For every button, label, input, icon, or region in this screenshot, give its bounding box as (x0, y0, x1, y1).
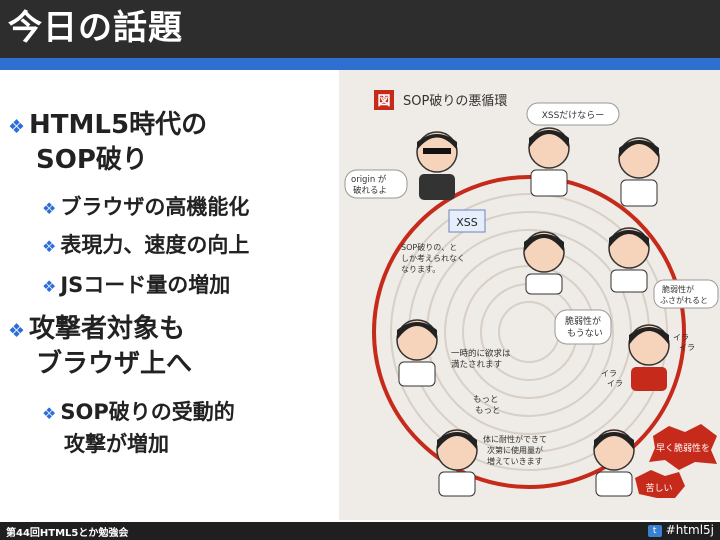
bullet-text: HTML5時代の (29, 110, 208, 140)
character-top-right (528, 127, 570, 197)
bullet-text: ブラウザの高機能化 (60, 195, 250, 219)
bullet-text-continued: SOP破り (36, 145, 148, 175)
irritation-b: イライラ (601, 369, 623, 388)
figure-badge-text: 図 (377, 94, 390, 109)
bullet-text: SOP破りの受動的 (60, 400, 235, 424)
irritation-a: イライラ (673, 333, 695, 352)
diamond-bullet-icon: ❖ (8, 116, 26, 138)
footer-event-name: 第44回HTML5とか勉強会 (6, 528, 129, 539)
bullet-text: JSコード量の増加 (60, 273, 231, 297)
diamond-bullet-icon: ❖ (42, 404, 57, 423)
bullet-text: 攻撃者対象も (29, 314, 186, 344)
character-left-middle (396, 319, 438, 387)
bullet-text-continued: 攻撃が増加 (64, 432, 169, 456)
figure-badge (374, 90, 394, 110)
text-tolerance: 体に耐性ができて次第に使用量が増えていきます (483, 434, 547, 466)
diamond-bullet-icon: ❖ (42, 199, 57, 218)
diamond-bullet-icon: ❖ (42, 277, 57, 296)
text-temporary: 一時的に欲求は満たされます (451, 348, 511, 370)
character-top-left (416, 131, 458, 200)
character-bottom-right (593, 429, 635, 497)
bullet-text-continued: ブラウザ上へ (36, 349, 193, 379)
sunglasses-icon (423, 148, 451, 154)
footer-hashtag-text: #html5j (665, 523, 714, 537)
burst-want-vuln (649, 424, 717, 470)
bubble-vuln-appears (653, 279, 719, 309)
sub-bullet-passive-attack: ❖SOP破りの受動的 攻撃が増加 (42, 397, 235, 460)
character-right-middle (608, 227, 650, 293)
bubble-origin-text: origin が破れるよ (351, 174, 387, 196)
bullet-html5-sop: ❖HTML5時代の SOP破り (8, 109, 207, 177)
bubble-xss-only-text: XSSだけならー (542, 110, 605, 121)
xss-box (448, 209, 486, 233)
character-right-angry (628, 324, 670, 391)
bubble-vuln-appears-text: 脆弱性がふさがれると (660, 284, 708, 305)
burst-want-vuln-text: 早く脆弱性を (656, 442, 710, 454)
bubble-xss-only (526, 102, 620, 126)
footer-hashtag: t#html5j (647, 523, 714, 537)
text-more: もっともっと (473, 395, 501, 416)
character-right-top (618, 137, 660, 207)
bubble-no-vuln (554, 309, 612, 345)
burst-painful (635, 470, 685, 498)
footer-bar: 第44回HTML5とか勉強会 t#html5j (0, 522, 720, 540)
bubble-no-vuln-text: 脆弱性がもうない (565, 315, 603, 339)
sub-bullet-browser-capability: ❖ブラウザの高機能化 (42, 192, 249, 224)
slide-title: 今日の話題 (8, 8, 183, 48)
title-bar: 今日の話題 (0, 0, 720, 58)
vicious-cycle-figure: 図 SOP破りの悪循環 (339, 70, 720, 520)
bullet-attack-target: ❖攻撃者対象も ブラウザ上へ (8, 313, 192, 381)
diamond-bullet-icon: ❖ (42, 237, 57, 256)
text-sop-can-be: SOP破りの、としか考えられなくなります。 (401, 242, 465, 274)
bubble-origin (344, 169, 408, 199)
bullet-text: 表現力、速度の向上 (60, 233, 250, 257)
character-bottom-center (436, 429, 478, 497)
burst-painful-text: 苦しい (645, 482, 672, 494)
xss-box-text: XSS (456, 216, 478, 229)
sub-bullet-expression-speed: ❖表現力、速度の向上 (42, 230, 249, 262)
character-center (523, 231, 565, 295)
twitter-icon: t (647, 524, 662, 537)
figure-title: SOP破りの悪循環 (403, 94, 507, 109)
sub-bullet-js-code: ❖JSコード量の増加 (42, 270, 230, 302)
diamond-bullet-icon: ❖ (8, 320, 26, 342)
title-accent-line (0, 58, 720, 70)
